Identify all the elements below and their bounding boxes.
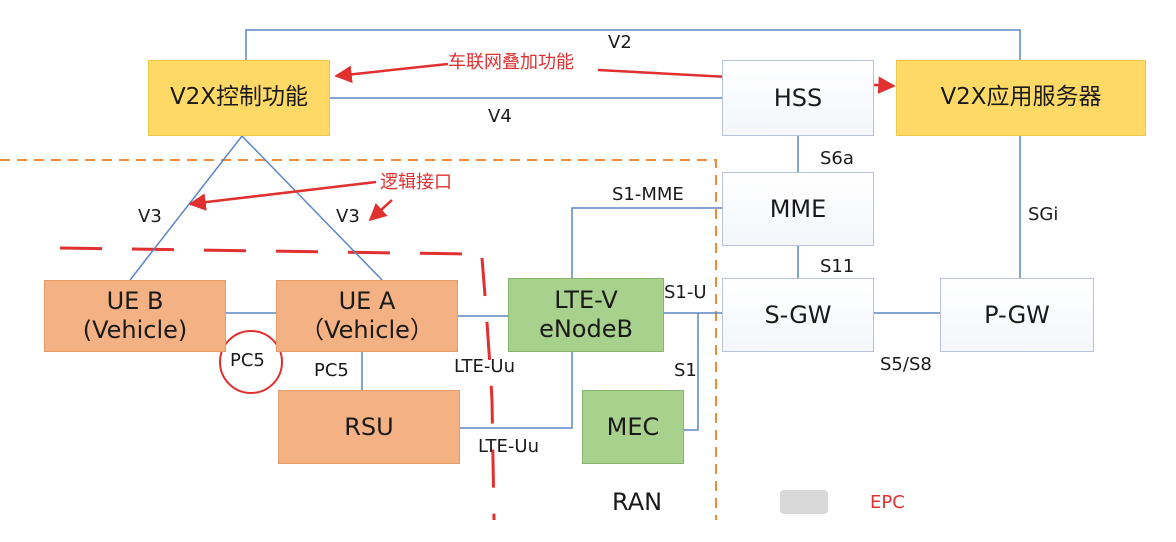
rsu-box: RSU <box>278 390 460 464</box>
v2x-application-server-box: V2X应用服务器 <box>896 60 1146 136</box>
s1-mme-label: S1-MME <box>612 184 684 205</box>
v3-links <box>129 134 383 281</box>
ue-b-label: UE B <box>106 287 164 316</box>
pc5-label: PC5 <box>314 360 349 381</box>
p-gw-label: P-GW <box>984 300 1050 329</box>
lte-uu-label-upper: LTE-Uu <box>454 356 515 377</box>
mme-box: MME <box>722 172 874 246</box>
ue-b-box: UE B (Vehicle) <box>44 280 226 352</box>
v2-label: V2 <box>608 32 632 53</box>
logic-interface-annotation: 逻辑接口 <box>380 172 452 193</box>
overlay-annotation: 车联网叠加功能 <box>448 52 574 73</box>
s5s8-label: S5/S8 <box>880 354 932 375</box>
red-dashed-stroke <box>59 246 471 256</box>
lte-v-label: LTE-V <box>554 286 618 315</box>
overlay-arrow-left <box>334 62 449 84</box>
v2x-control-function-box: V2X控制功能 <box>148 60 330 136</box>
lte-v-enodeb-box: LTE-V eNodeB <box>508 278 664 352</box>
s11-label: S11 <box>820 256 855 277</box>
sgi-label: SGi <box>1028 204 1059 225</box>
hss-label: HSS <box>773 83 823 112</box>
v4-label: V4 <box>488 106 512 127</box>
logic-interface-arrow-left <box>188 180 377 211</box>
s-gw-box: S-GW <box>722 278 874 352</box>
mec-box: MEC <box>582 390 684 464</box>
ran-region-label: RAN <box>612 488 663 516</box>
enodeb-label: eNodeB <box>539 315 633 343</box>
pc5-highlight-circle <box>219 330 283 394</box>
hss-box: HSS <box>722 60 874 136</box>
v2-link <box>245 29 1021 60</box>
rsu-label: RSU <box>344 412 394 441</box>
s1-u-label: S1-U <box>664 282 707 303</box>
p-gw-box: P-GW <box>940 278 1094 352</box>
blurred-mark <box>780 490 828 514</box>
epc-region-label: EPC <box>870 492 905 513</box>
v2x-application-server-label: V2X应用服务器 <box>940 84 1102 111</box>
s1-mme-link <box>571 207 722 278</box>
ran-region-border <box>0 159 717 520</box>
lte-uu-label-lower: LTE-Uu <box>478 436 539 457</box>
mme-label: MME <box>769 194 827 223</box>
s-gw-label: S-GW <box>764 300 832 329</box>
ue-a-box: UE A （Vehicle） <box>276 280 458 352</box>
logic-interface-arrow-right <box>368 199 393 222</box>
lte-uu-rsu-link <box>460 352 573 429</box>
ue-b-sublabel: (Vehicle) <box>82 316 188 344</box>
red-dashed-stroke-vertical <box>480 257 496 521</box>
ue-a-label: UE A <box>338 287 396 316</box>
pc5-circled-label: PC5 <box>230 350 265 371</box>
v2x-control-function-label: V2X控制功能 <box>169 84 309 111</box>
v3-right-label: V3 <box>336 206 360 227</box>
s6a-label: S6a <box>820 148 854 169</box>
s1-label: S1 <box>674 360 697 381</box>
v3-left-label: V3 <box>138 206 162 227</box>
s1-mec-link <box>684 313 699 431</box>
mec-label: MEC <box>606 412 660 441</box>
ue-a-sublabel: （Vehicle） <box>300 316 434 344</box>
